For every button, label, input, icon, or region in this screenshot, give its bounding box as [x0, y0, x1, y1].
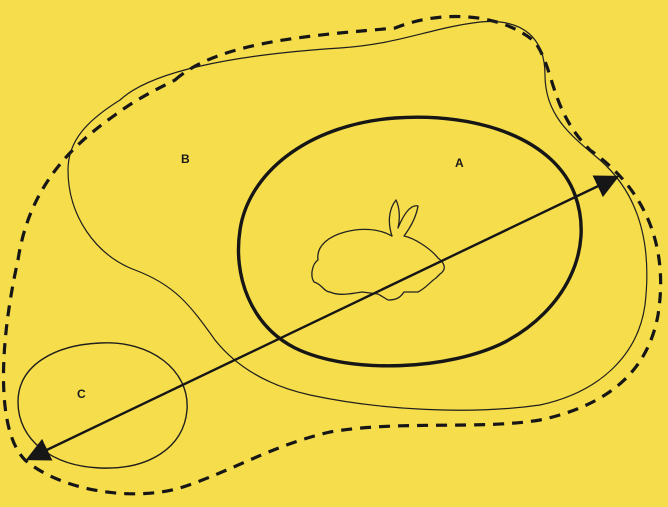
region-b-label: B: [181, 152, 190, 166]
double-headed-arrow: [30, 178, 615, 458]
region-a-boundary: [238, 117, 581, 366]
region-c-boundary: [18, 343, 187, 468]
region-a-label: A: [455, 156, 464, 170]
region-c-label: C: [77, 387, 86, 401]
rabbit-icon: [312, 200, 444, 300]
region-b-boundary: [68, 22, 647, 411]
